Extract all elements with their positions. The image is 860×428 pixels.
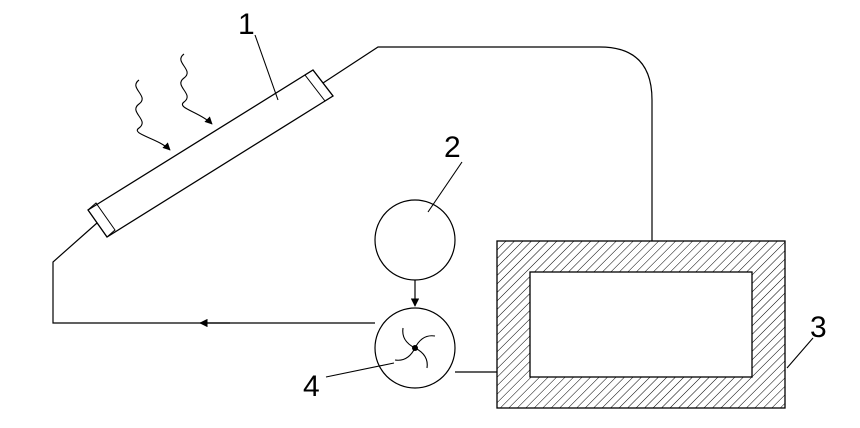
storage-tank	[496, 240, 786, 409]
label-tank: 2	[444, 131, 461, 164]
solar-collector	[87, 69, 334, 238]
label-collector: 1	[238, 8, 255, 41]
label-storage: 3	[810, 311, 827, 344]
return-pipe	[52, 222, 375, 324]
hot-pipe	[322, 46, 653, 241]
radiation-rays	[135, 53, 213, 151]
circulation-pump	[374, 307, 456, 389]
expansion-tank	[374, 199, 456, 281]
leader-lines	[254, 34, 814, 378]
label-pump: 4	[303, 370, 320, 403]
